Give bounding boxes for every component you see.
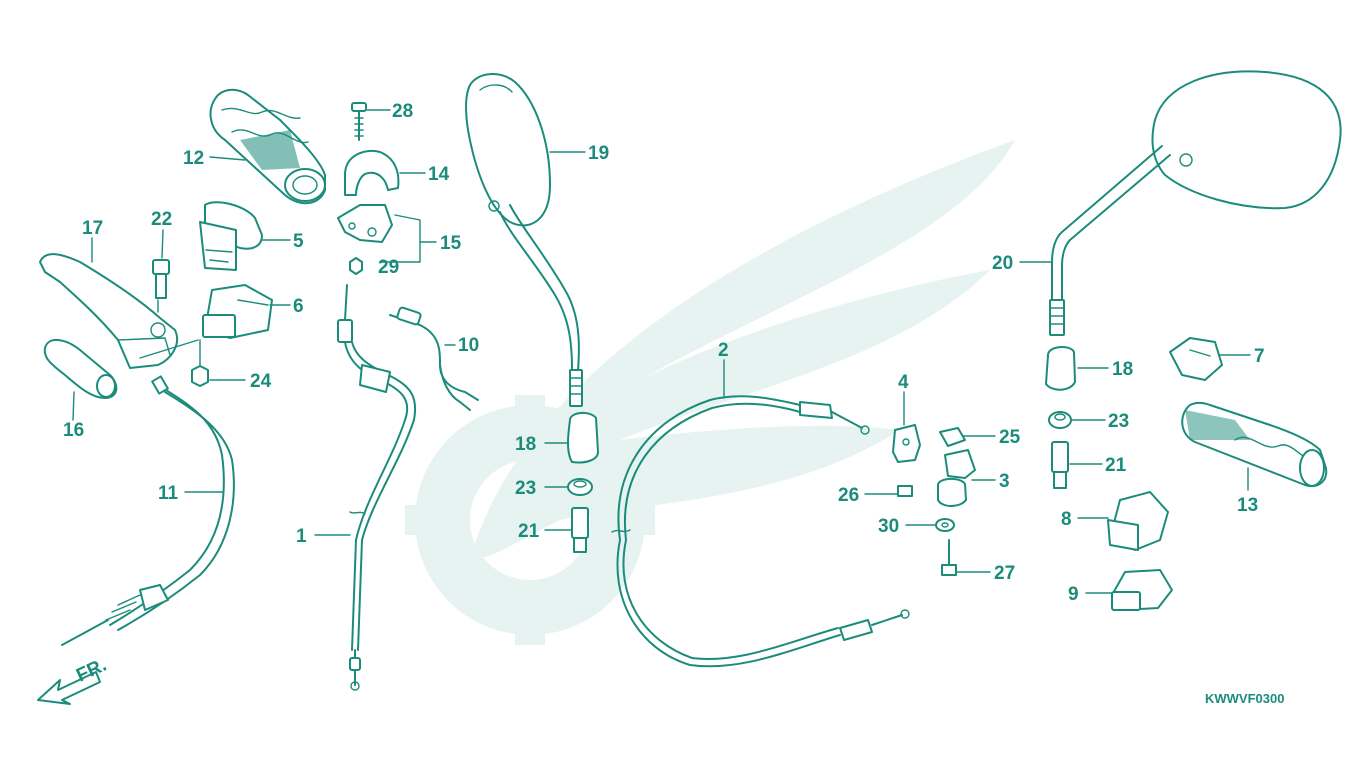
callout-18-right: 18 <box>1112 359 1133 380</box>
mirror-bolt-right[interactable] <box>1051 441 1069 489</box>
throttle-housing-lower[interactable] <box>337 204 393 243</box>
callout-3: 3 <box>999 471 1010 492</box>
throttle-housing-upper[interactable] <box>344 150 400 196</box>
left-mirror[interactable] <box>464 73 583 407</box>
callout-27: 27 <box>994 563 1015 584</box>
callout-19: 19 <box>588 143 609 164</box>
right-mirror[interactable] <box>1049 70 1342 336</box>
callout-18-left: 18 <box>515 434 536 455</box>
callout-14: 14 <box>428 164 450 185</box>
mirror-adapter-right[interactable] <box>1045 346 1076 391</box>
left-switch-lower[interactable] <box>202 284 273 339</box>
right-grip[interactable] <box>1181 401 1328 488</box>
honda-wing-logo-icon <box>405 140 1015 645</box>
callout-6: 6 <box>293 296 304 317</box>
mirror-nut-left[interactable] <box>567 478 593 496</box>
mirror-nut-right[interactable] <box>1048 411 1072 429</box>
callout-22: 22 <box>151 209 172 230</box>
right-switch-lower[interactable] <box>1111 569 1173 611</box>
callout-1: 1 <box>296 526 307 547</box>
housing-nut[interactable] <box>349 257 363 275</box>
callout-16: 16 <box>63 420 84 441</box>
throttle-cable[interactable] <box>337 284 417 691</box>
callout-25: 25 <box>999 427 1021 448</box>
callout-29: 29 <box>378 257 399 278</box>
callout-24: 24 <box>250 371 272 392</box>
callout-10: 10 <box>458 335 479 356</box>
callout-8: 8 <box>1061 509 1072 530</box>
callout-15: 15 <box>440 233 462 254</box>
callout-13: 13 <box>1237 495 1258 516</box>
cable-holder[interactable] <box>937 449 976 507</box>
part-25-clip[interactable] <box>939 427 966 447</box>
pivot-bolt[interactable] <box>152 259 170 313</box>
front-direction-arrow-icon <box>37 671 101 705</box>
left-switch-upper[interactable] <box>199 201 263 271</box>
right-switch-upper[interactable] <box>1107 491 1169 551</box>
switch-wire[interactable] <box>389 306 479 411</box>
right-switch-part-7[interactable] <box>1169 337 1223 381</box>
callout-23-right: 23 <box>1108 411 1129 432</box>
lever-nut[interactable] <box>191 339 209 387</box>
clutch-lever[interactable] <box>39 253 199 369</box>
cable-2[interactable] <box>611 395 910 668</box>
callout-28: 28 <box>392 101 413 122</box>
left-grip[interactable] <box>209 88 326 205</box>
callout-20: 20 <box>992 253 1013 274</box>
callout-21-left: 21 <box>518 521 540 542</box>
washer[interactable] <box>935 518 955 532</box>
callout-26: 26 <box>838 485 859 506</box>
callout-23-left: 23 <box>515 478 536 499</box>
cable-bracket[interactable] <box>892 424 921 463</box>
callout-21-right: 21 <box>1105 455 1127 476</box>
screw-top[interactable] <box>351 102 367 141</box>
bolt-27[interactable] <box>941 539 957 576</box>
callout-17: 17 <box>82 218 103 239</box>
leader-lines <box>72 109 1251 594</box>
callout-4: 4 <box>898 372 909 393</box>
callout-7: 7 <box>1254 346 1265 367</box>
clutch-cable[interactable] <box>61 375 235 646</box>
diagram-code: KWWVF0300 <box>1205 691 1284 706</box>
callout-2: 2 <box>718 340 729 361</box>
part-26-screw[interactable] <box>897 485 913 497</box>
lever-cover[interactable] <box>43 339 118 399</box>
callout-11: 11 <box>158 483 179 504</box>
callout-12: 12 <box>183 148 204 169</box>
mirror-bolt-left[interactable] <box>571 507 589 553</box>
callout-5: 5 <box>293 231 304 252</box>
callout-30: 30 <box>878 516 899 537</box>
callout-9: 9 <box>1068 584 1079 605</box>
mirror-adapter-left[interactable] <box>567 412 599 464</box>
